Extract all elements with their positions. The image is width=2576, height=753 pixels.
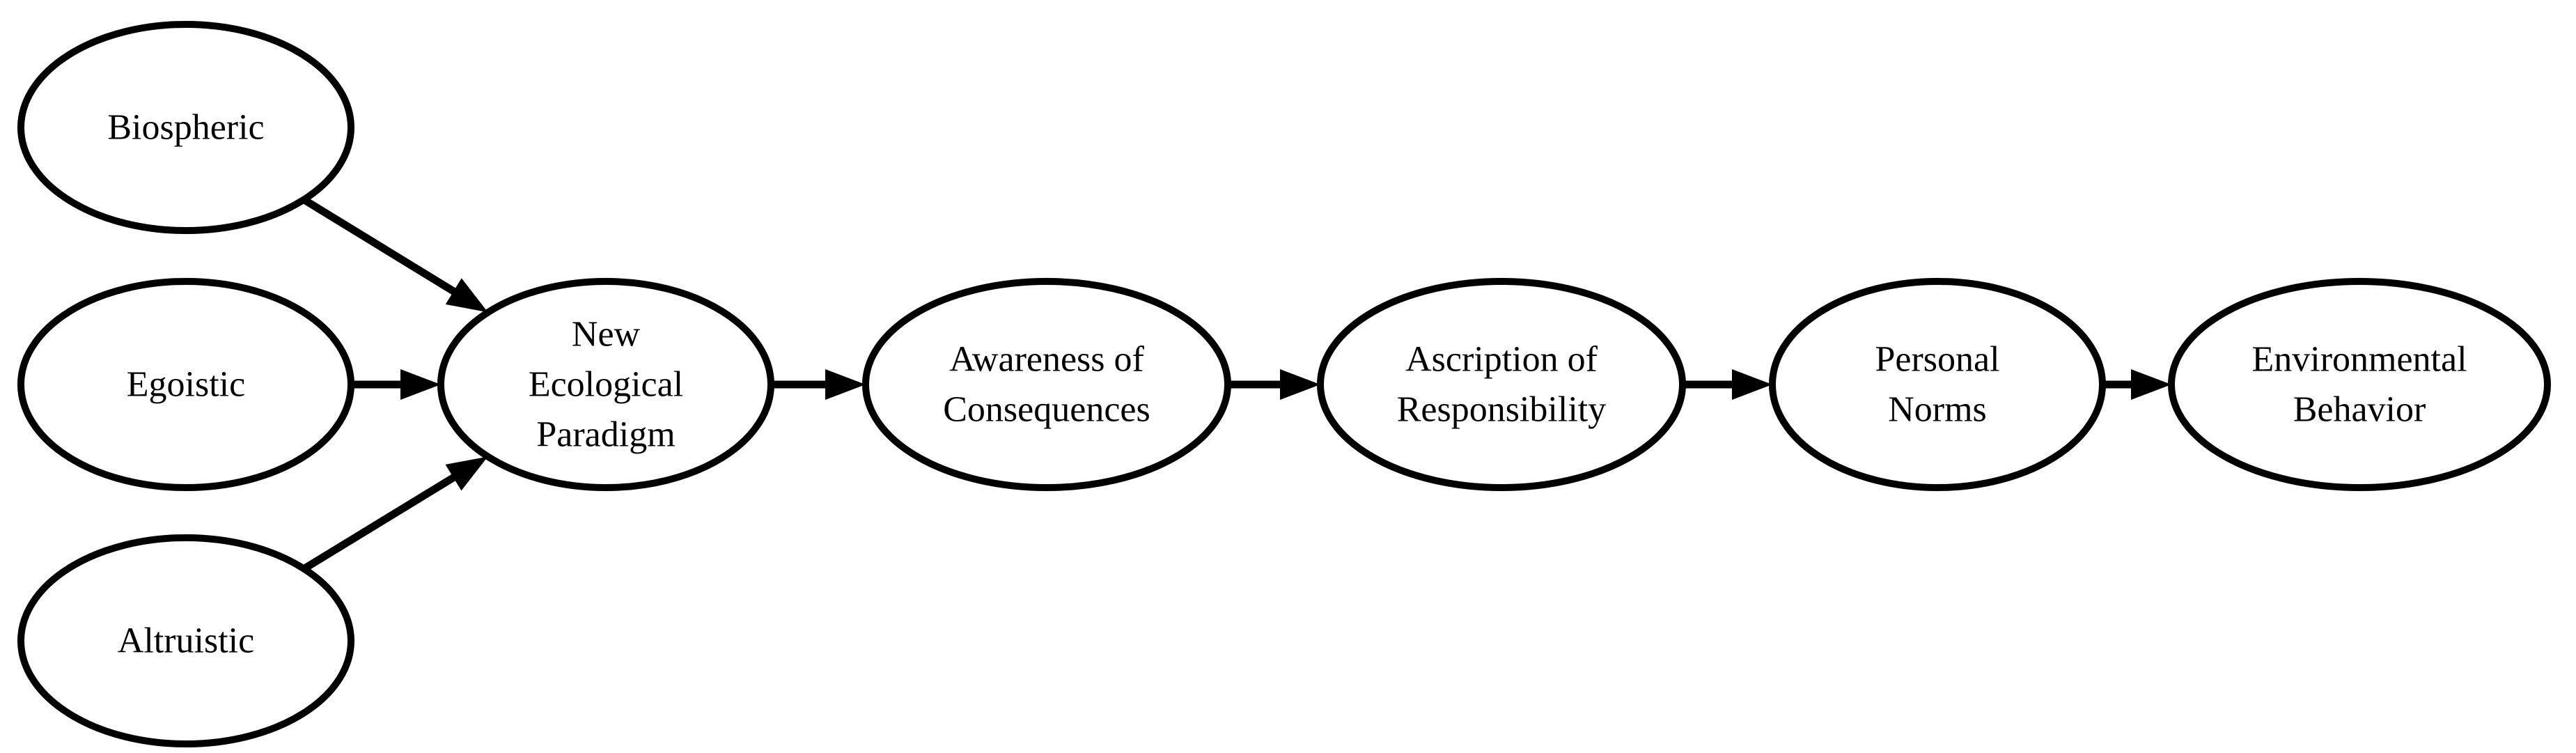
node-label: New <box>572 315 641 355</box>
arrowhead-icon <box>2131 369 2171 400</box>
node-label: Behavior <box>2293 390 2426 430</box>
node-label: Biospheric <box>107 108 264 148</box>
arrowhead-icon <box>1280 369 1320 400</box>
node-ellipse <box>862 278 1231 491</box>
arrow-altruistic-to-nep <box>302 456 488 573</box>
arrow-norms-to-behavior <box>2102 369 2171 400</box>
arrow-egoistic-to-nep <box>351 369 441 400</box>
node-ellipse <box>1769 278 2106 491</box>
arrow-nep-to-awareness <box>771 369 866 400</box>
node-ellipse <box>17 278 354 491</box>
node-label: Consequences <box>943 390 1150 430</box>
arrow-biospheric-to-nep <box>302 196 488 313</box>
node-ellipse <box>437 278 774 491</box>
node-label: Personal <box>1875 340 1999 380</box>
node-label: Egoistic <box>127 365 245 405</box>
node-label: Paradigm <box>536 415 675 455</box>
arrow-shaft <box>302 196 458 296</box>
node-altruistic: Altruistic <box>17 534 354 747</box>
node-label: Awareness of <box>949 340 1144 380</box>
arrowhead-icon <box>445 278 488 313</box>
node-ellipse <box>17 534 354 747</box>
node-label: Ecological <box>529 365 683 405</box>
node-label: Responsibility <box>1397 390 1606 430</box>
node-egoistic: Egoistic <box>17 278 354 491</box>
node-biospheric: Biospheric <box>17 21 354 234</box>
node-label: Norms <box>1888 390 1987 430</box>
arrow-awareness-to-ascription <box>1228 369 1320 400</box>
edges-layer <box>302 196 2171 573</box>
node-ascription: Ascription of Responsibility <box>1317 278 1686 491</box>
arrow-ascription-to-norms <box>1683 369 1772 400</box>
arrow-shaft <box>302 472 458 573</box>
node-label: Altruistic <box>118 621 254 661</box>
arrowhead-icon <box>1732 369 1772 400</box>
node-label: Environmental <box>2251 340 2467 380</box>
arrowhead-icon <box>445 456 488 491</box>
node-ellipse <box>17 21 354 234</box>
node-label: Ascription of <box>1405 340 1598 380</box>
node-awareness: Awareness of Consequences <box>862 278 1231 491</box>
node-ellipse <box>2168 278 2551 491</box>
arrowhead-icon <box>400 369 441 400</box>
arrowhead-icon <box>825 369 866 400</box>
node-ellipse <box>1317 278 1686 491</box>
